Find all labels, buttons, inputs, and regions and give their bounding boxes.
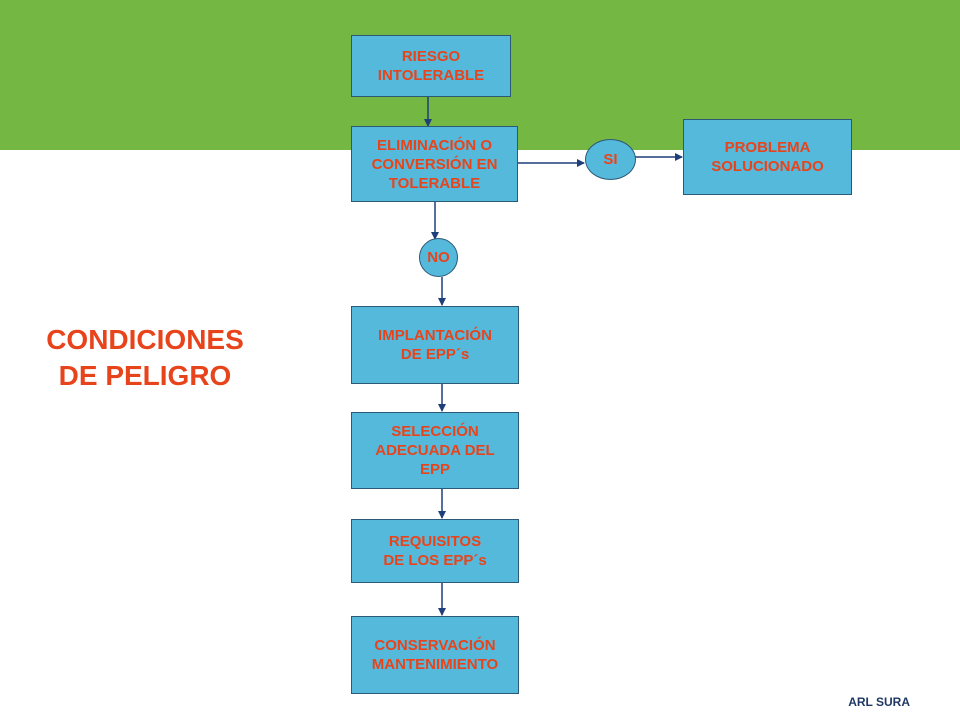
- problema-solucionado-box: PROBLEMA SOLUCIONADO: [683, 119, 852, 195]
- implantacion-epp-box: IMPLANTACIÓN DE EPP´s: [351, 306, 519, 384]
- seleccion-epp-box: SELECCIÓN ADECUADA DEL EPP: [351, 412, 519, 489]
- riesgo-intolerable-box: RIESGO INTOLERABLE: [351, 35, 511, 97]
- no-decision-oval: NO: [419, 238, 458, 277]
- requisitos-epp-box: REQUISITOS DE LOS EPP´s: [351, 519, 519, 583]
- si-decision-oval: SI: [585, 139, 636, 180]
- eliminacion-box: ELIMINACIÓN O CONVERSIÓN EN TOLERABLE: [351, 126, 518, 202]
- diagram-title: CONDICIONES DE PELIGRO: [46, 324, 244, 391]
- conservacion-box: CONSERVACIÓN MANTENIMIENTO: [351, 616, 519, 694]
- footer-brand: ARL SURA: [848, 695, 910, 709]
